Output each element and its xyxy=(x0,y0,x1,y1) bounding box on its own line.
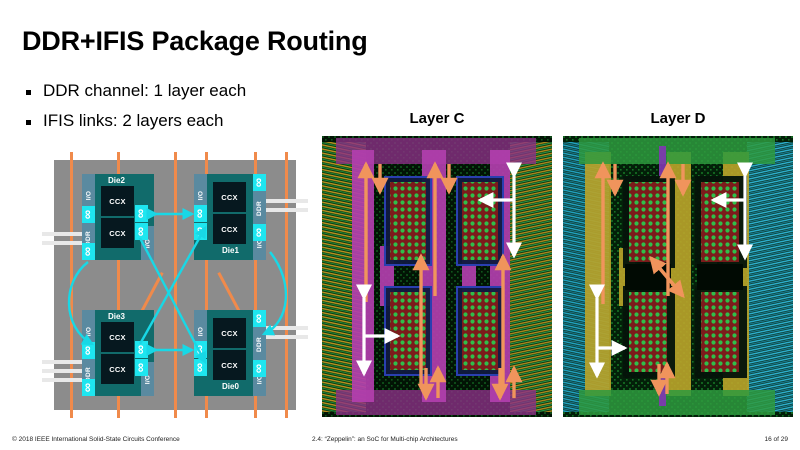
ccx-block: CCX xyxy=(213,318,246,348)
ddr-bus xyxy=(266,208,308,212)
ddr-bus xyxy=(42,241,84,245)
ddr-bus xyxy=(42,369,84,373)
die-label: Die2 xyxy=(108,176,125,185)
ifis-port-badge[interactable]: ∞ xyxy=(135,223,148,240)
ccx-block: CCX xyxy=(101,354,134,384)
ifis-link-die2-die3 xyxy=(67,261,95,346)
ifis-port-badge[interactable]: ∞ xyxy=(194,205,207,222)
ccx-block: CCX xyxy=(213,214,246,244)
ifis-link-overlay xyxy=(67,208,288,365)
ddr-bus xyxy=(42,232,84,236)
die-label: Die0 xyxy=(222,382,239,391)
ifis-port-badge[interactable]: ∞ xyxy=(253,360,266,377)
ddr-bus xyxy=(42,360,84,364)
orange-trace xyxy=(254,152,257,418)
orange-trace xyxy=(174,152,177,418)
ccx-block: CCX xyxy=(213,182,246,212)
die-package-diagram: I/O DDR I/O CCX CCX Die2 ∞ ∞ ∞ ∞ I/O DDR xyxy=(42,152,308,418)
ifis-link-die2-die0 xyxy=(138,237,207,365)
bullet-label: IFIS links: 2 layers each xyxy=(43,110,224,130)
ifis-port-badge[interactable]: ∞ xyxy=(82,243,95,260)
die-block-die3[interactable]: I/O DDR I/O CCX CCX Die3 ∞ ∞ ∞ ∞ xyxy=(82,310,154,396)
package-layer-image-d xyxy=(563,136,793,417)
ddr-bus xyxy=(42,378,84,382)
footer-copyright: © 2018 IEEE International Solid-State Ci… xyxy=(12,436,180,443)
ifis-port-badge[interactable]: ∞ xyxy=(253,174,266,191)
ddr-bus xyxy=(266,335,308,339)
ifis-port-badge[interactable]: ∞ xyxy=(82,342,95,359)
orange-trace xyxy=(285,152,288,418)
ifis-port-badge[interactable]: ∞ xyxy=(82,379,95,396)
bullet-label: DDR channel: 1 layer each xyxy=(43,81,247,100)
list-item: IFIS links: 2 layers each xyxy=(26,110,356,133)
footer-session-title: 2.4: “Zeppelin”: an SoC for Multi-chip A… xyxy=(312,436,458,443)
ifis-link-die3-die1 xyxy=(138,225,207,345)
ccx-block: CCX xyxy=(101,218,134,248)
page-title: DDR+IFIS Package Routing xyxy=(22,26,368,56)
layer-panel-d: Layer D xyxy=(563,110,793,420)
orange-trace xyxy=(205,152,208,418)
ccx-block: CCX xyxy=(213,350,246,380)
ifis-port-badge[interactable]: ∞ xyxy=(82,206,95,223)
layer-c-render xyxy=(322,136,552,417)
die-label: Die3 xyxy=(108,312,125,321)
die-block-die0[interactable]: I/O DDR I/O CCX CCX Die0 ∞ ∞ ∞ ∞ xyxy=(194,310,266,396)
ddr-bus xyxy=(266,326,308,330)
bullet-square-icon xyxy=(26,119,31,125)
package-layer-image-c xyxy=(322,136,552,417)
bullet-square-icon xyxy=(26,90,31,95)
layer-panel-c: Layer C xyxy=(322,110,552,420)
layer-caption: Layer C xyxy=(409,110,465,127)
ddr-strip: DDR xyxy=(253,188,266,228)
list-item: DDR channel: 1 layer each xyxy=(26,80,356,103)
ifis-link-die1-die0 xyxy=(261,251,288,336)
ifis-port-badge[interactable]: ∞ xyxy=(253,224,266,241)
layer-caption: Layer D xyxy=(650,110,706,127)
ddr-bus xyxy=(266,199,308,203)
footer-page-number: 16 of 29 xyxy=(764,436,789,443)
ifis-port-badge[interactable]: ∞ xyxy=(253,310,266,327)
ccx-block: CCX xyxy=(101,322,134,352)
orange-trace xyxy=(117,152,120,418)
ifis-port-badge[interactable]: ∞ xyxy=(135,205,148,222)
die-label: Die1 xyxy=(222,246,239,255)
ifis-port-badge[interactable]: ∞ xyxy=(135,341,148,358)
bullet-list: DDR channel: 1 layer each IFIS links: 2 … xyxy=(26,80,356,140)
ccx-block: CCX xyxy=(101,186,134,216)
ifis-port-badge[interactable]: ∞ xyxy=(135,359,148,376)
layer-d-render xyxy=(563,136,793,417)
ifis-arrow xyxy=(649,256,685,299)
die-block-die2[interactable]: I/O DDR I/O CCX CCX Die2 ∞ ∞ ∞ ∞ xyxy=(82,174,154,260)
